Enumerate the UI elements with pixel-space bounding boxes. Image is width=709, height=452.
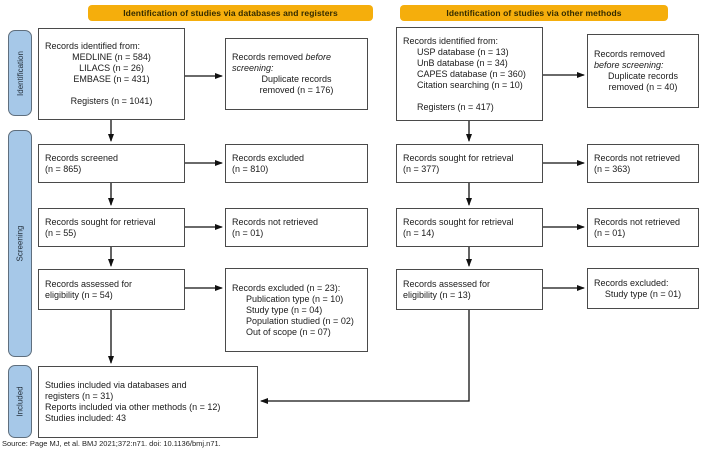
- box-line: Records sought for retrieval: [403, 152, 514, 163]
- box-db-records-not-retrieved: Records not retrieved(n = 01): [225, 208, 368, 247]
- box-other-records-sought: Records sought for retrieval(n = 377): [396, 144, 543, 183]
- box-line: UnB database (n = 34): [417, 57, 508, 68]
- box-line: Publication type (n = 10): [246, 293, 344, 304]
- box-db-records-excluded: Records excluded(n = 810): [225, 144, 368, 183]
- box-other-records-not-retrieved: Records not retrieved(n = 363): [587, 144, 699, 183]
- box-line: Study type (n = 04): [246, 304, 323, 315]
- box-line: Records sought for retrieval: [45, 216, 156, 227]
- box-line: (n = 865): [45, 163, 82, 174]
- box-db-records-screened: Records screened(n = 865): [38, 144, 185, 183]
- box-line: Reports included via other methods (n = …: [45, 402, 221, 412]
- phase-identification-label: Identification: [15, 50, 25, 96]
- phase-identification: Identification: [8, 30, 32, 116]
- phase-screening: Screening: [8, 130, 32, 357]
- box-line: Records excluded:: [594, 277, 669, 288]
- box-line: removed (n = 40): [608, 82, 678, 92]
- box-other-records-sought-2: Records sought for retrieval(n = 14): [396, 208, 543, 247]
- box-line: Records screened: [45, 152, 119, 163]
- box-line: (n = 810): [232, 163, 269, 174]
- phase-screening-label: Screening: [15, 225, 25, 262]
- box-line: registers (n = 31): [45, 391, 114, 401]
- box-line: Studies included: 43: [45, 413, 127, 423]
- box-line: Records assessed for: [45, 278, 133, 289]
- box-db-excluded-reasons: Records excluded (n = 23):Publication ty…: [225, 268, 368, 352]
- phase-included: Included: [8, 365, 32, 438]
- box-line: Duplicate records: [607, 71, 679, 81]
- box-line: LILACS (n = 26): [79, 63, 144, 73]
- box-line: Records identified from:: [403, 35, 499, 46]
- box-other-records-not-retrieved-2: Records not retrieved(n = 01): [587, 208, 699, 247]
- box-line: [403, 91, 536, 102]
- box-db-records-identified: Records identified from:MEDLINE (n = 584…: [38, 28, 185, 120]
- box-line: Registers (n = 417): [417, 101, 494, 112]
- box-line: Records not retrieved: [594, 152, 681, 163]
- box-line: eligibility (n = 13): [403, 289, 471, 300]
- box-line: Duplicate records: [261, 74, 332, 84]
- box-line: (n = 14): [403, 227, 435, 238]
- box-line: MEDLINE (n = 584): [72, 52, 151, 62]
- box-line: Studies included via databases and: [45, 380, 187, 390]
- box-line: (n = 55): [45, 227, 77, 238]
- box-line: Citation searching (n = 10): [417, 79, 523, 90]
- box-line: removed (n = 176): [259, 85, 334, 95]
- box-line: Records assessed for: [403, 278, 491, 289]
- box-line: (n = 01): [232, 227, 264, 238]
- box-line: (n = 377): [403, 163, 440, 174]
- box-line: Study type (n = 01): [604, 288, 682, 299]
- box-line: screening:: [232, 63, 274, 73]
- box-line: [45, 85, 178, 96]
- phase-included-label: Included: [15, 386, 25, 417]
- box-line: Records excluded: [232, 152, 305, 163]
- box-line: (n = 01): [594, 227, 626, 238]
- box-line: Population studied (n = 02): [246, 315, 354, 326]
- box-line: Records removed: [594, 49, 666, 59]
- box-line: Out of scope (n = 07): [246, 326, 331, 337]
- header-other-methods: Identification of studies via other meth…: [400, 5, 668, 21]
- box-line: Records not retrieved: [232, 216, 319, 227]
- box-line: Records excluded (n = 23):: [232, 282, 341, 293]
- box-line: Records sought for retrieval: [403, 216, 514, 227]
- header-databases-registers: Identification of studies via databases …: [88, 5, 373, 21]
- box-db-records-sought: Records sought for retrieval(n = 55): [38, 208, 185, 247]
- source-citation: Source: Page MJ, et al. BMJ 2021;372:n71…: [2, 439, 221, 448]
- box-line: Records removed before: [232, 52, 332, 62]
- box-other-records-identified: Records identified from:USP database (n …: [396, 27, 543, 121]
- box-line: (n = 363): [594, 163, 631, 174]
- box-other-records-excluded: Records excluded:Study type (n = 01): [587, 268, 699, 309]
- box-line: before screening:: [594, 60, 664, 70]
- box-line: CAPES database (n = 360): [417, 68, 526, 79]
- box-line: Records identified from:: [45, 41, 141, 51]
- box-line: Records not retrieved: [594, 216, 681, 227]
- box-line: EMBASE (n = 431): [73, 74, 150, 84]
- box-line: USP database (n = 13): [417, 46, 509, 57]
- box-line: Registers (n = 1041): [70, 96, 153, 106]
- box-line: eligibility (n = 54): [45, 289, 113, 300]
